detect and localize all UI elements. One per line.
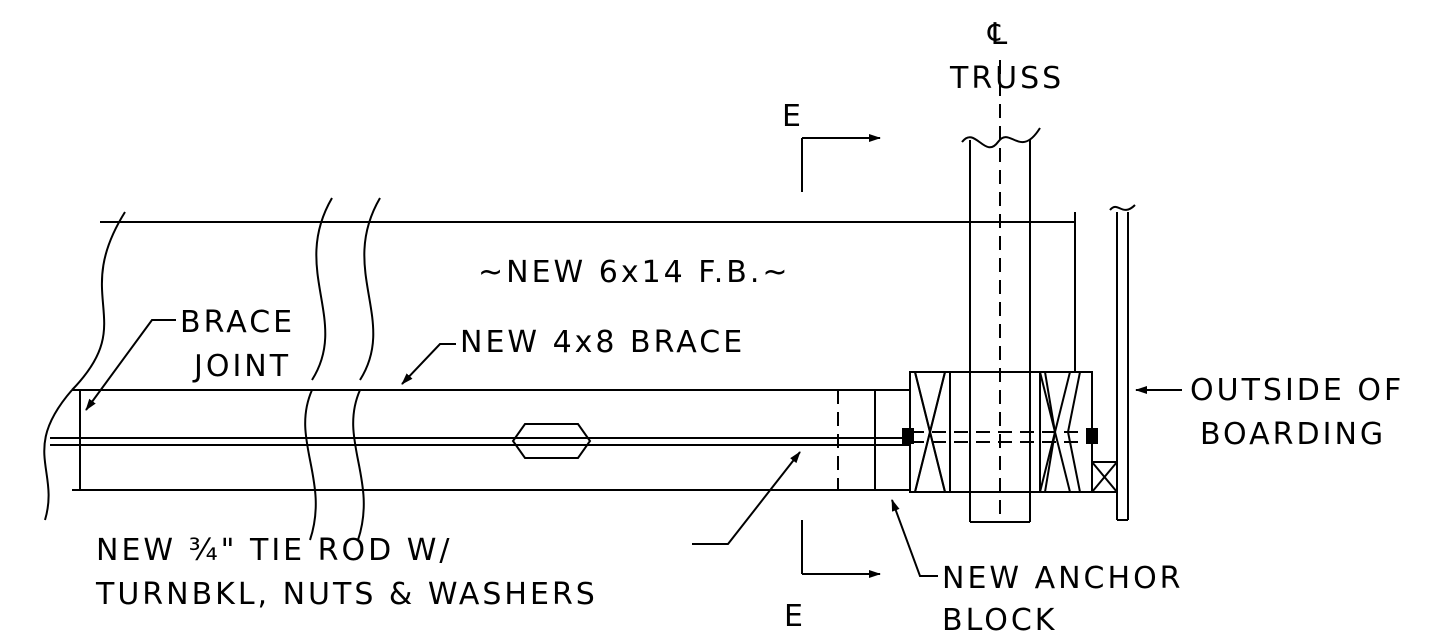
leaders <box>85 319 1182 577</box>
truss-label: TRUSS <box>949 61 1064 96</box>
anchor-block-label-2: BLOCK <box>942 603 1057 636</box>
boarding <box>1091 204 1136 521</box>
floor-beam-label: ~NEW 6x14 F.B.~ <box>478 255 791 290</box>
new-brace-label: NEW 4x8 BRACE <box>460 325 745 360</box>
section-mark <box>801 134 881 578</box>
section-label-top: E <box>782 99 804 134</box>
section-label-bottom: E <box>784 599 806 634</box>
truss-post <box>961 60 1041 523</box>
outside-boarding-label-2: BOARDING <box>1200 417 1386 452</box>
brace-joint-label-1: BRACE <box>180 305 295 340</box>
tie-rod-label-1: NEW ¾" TIE ROD W/ <box>96 533 453 568</box>
turnbuckle <box>511 423 592 459</box>
brace <box>43 389 910 541</box>
centerline-symbol: ℄ <box>987 17 1010 52</box>
tie-rod-label-2: TURNBKL, NUTS & WASHERS <box>95 577 598 612</box>
floor-beam <box>71 197 1076 391</box>
outside-boarding-label-1: OUTSIDE OF <box>1190 373 1404 408</box>
anchor-block-label-1: NEW ANCHOR <box>942 561 1184 596</box>
brace-joint-label-2: JOINT <box>192 349 291 384</box>
